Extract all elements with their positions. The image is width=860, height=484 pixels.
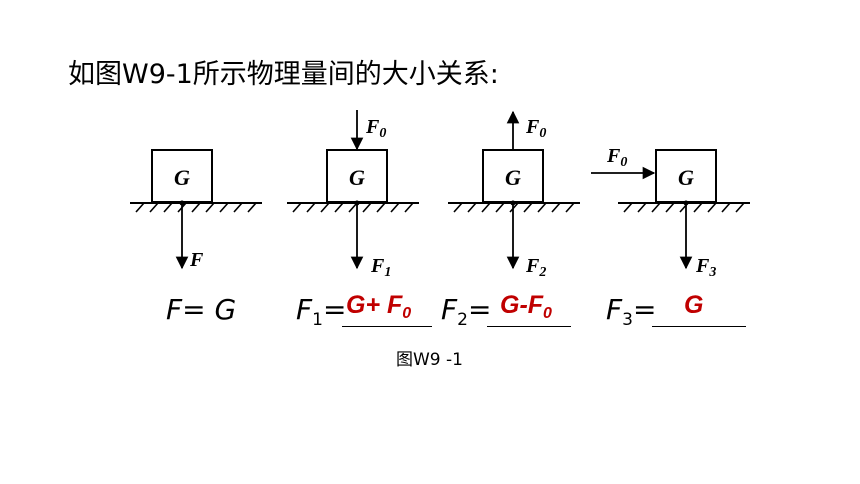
- answer-4: G: [684, 291, 704, 319]
- figure-caption: 图W9 -1: [396, 350, 463, 370]
- block-2: [326, 149, 388, 203]
- heading: 如图W9-1所示物理量间的大小关系:: [68, 59, 499, 90]
- equation-1: F= G: [166, 293, 237, 326]
- block-4-label: G: [678, 165, 694, 190]
- block-1-label: G: [174, 165, 190, 190]
- answer-blank-2[interactable]: [342, 296, 432, 327]
- equation-3-op: =: [467, 293, 492, 326]
- figure-1: G F: [130, 149, 262, 271]
- support-label-4: F3: [695, 255, 716, 280]
- equation-4-sub: 3: [622, 310, 633, 330]
- equation-4-op: =: [632, 293, 657, 326]
- equation-2-op: =: [322, 293, 347, 326]
- equation-2-symbol: F: [296, 293, 313, 326]
- equation-2-lhs: F1=: [296, 293, 346, 330]
- applied-label-3: F0: [525, 116, 546, 141]
- block-3-label: G: [505, 165, 521, 190]
- block-4: [655, 149, 717, 203]
- equation-3-symbol: F: [441, 293, 458, 326]
- answer-2: G+ F0: [346, 291, 412, 322]
- applied-label-2: F0: [365, 116, 386, 141]
- support-label-2: F1: [370, 255, 391, 280]
- figure-2: G F0 F1: [287, 110, 419, 280]
- equation-4-lhs: F3=: [606, 293, 656, 330]
- block-1: [151, 149, 213, 203]
- equation-2-sub: 1: [312, 310, 323, 330]
- answer-blank-3[interactable]: [487, 296, 571, 327]
- ground-2: [287, 202, 419, 213]
- equation-3-lhs: F2=: [441, 293, 491, 330]
- answer-blank-4[interactable]: [652, 296, 746, 327]
- applied-label-4: F0: [606, 145, 627, 170]
- answer-3: G-F0: [500, 291, 552, 322]
- block-2-label: G: [349, 165, 365, 190]
- support-label-1: F: [189, 249, 204, 271]
- equation-3-sub: 2: [457, 310, 468, 330]
- figure-3: G F0 F2: [448, 110, 580, 280]
- ground-1: [130, 202, 262, 213]
- support-label-3: F2: [525, 255, 546, 280]
- equation-4-symbol: F: [606, 293, 623, 326]
- figure-4: G F0 F3: [591, 145, 750, 280]
